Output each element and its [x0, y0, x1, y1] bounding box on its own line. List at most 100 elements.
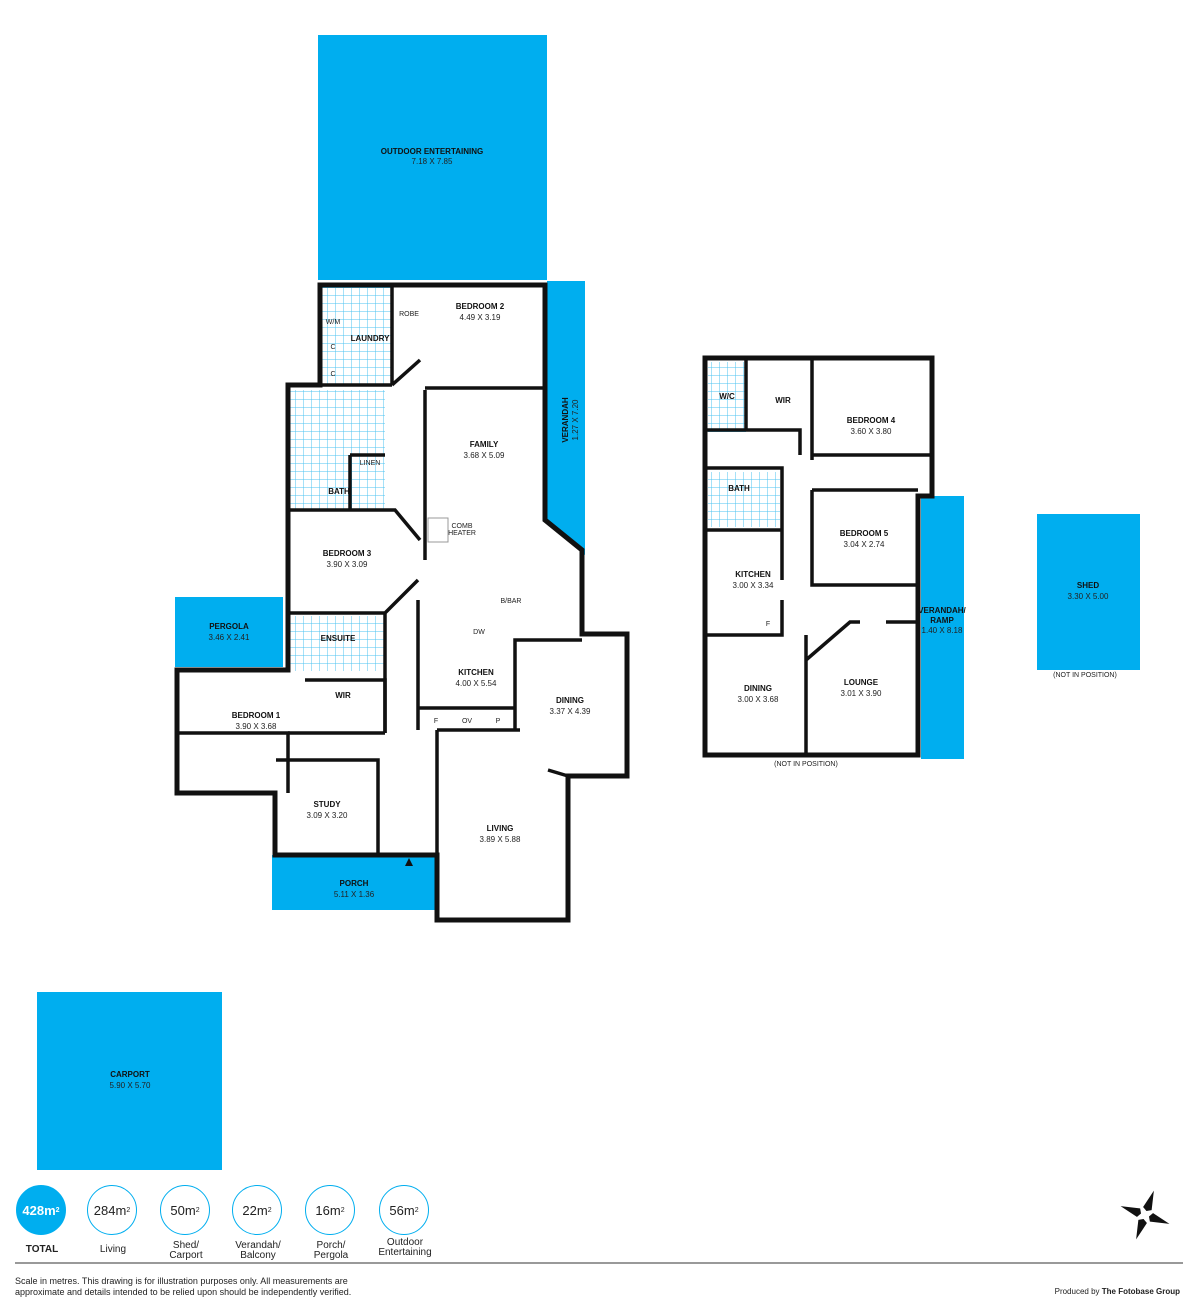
- stat-label: Outdoor Entertaining: [378, 1237, 432, 1258]
- linen-label: LINEN: [360, 460, 381, 467]
- room-label: FAMILY: [470, 440, 499, 449]
- room-label: BEDROOM 1: [232, 711, 281, 720]
- room-label: CARPORT: [110, 1070, 150, 1079]
- room-dimensions: 3.89 X 5.88: [480, 835, 521, 844]
- washing-machine-label: W/M: [326, 319, 341, 326]
- room-dimensions: 3.90 X 3.09: [327, 560, 368, 569]
- room-dimensions: 4.00 X 5.54: [456, 679, 497, 688]
- room-label: BEDROOM 2: [456, 302, 505, 311]
- annex-interior-walls: [705, 358, 932, 755]
- room-label: W/C: [719, 392, 735, 401]
- room-label: WIR: [775, 396, 791, 405]
- carport-area: [37, 992, 222, 1170]
- room-dimensions: 1.27 X 7.20: [571, 399, 580, 440]
- room-label: ENSUITE: [321, 634, 356, 643]
- room-dimensions: 3.09 X 3.20: [307, 811, 348, 820]
- stat-label: Shed/ Carport: [169, 1240, 203, 1261]
- main-house-outer-wall: [174, 282, 630, 923]
- room-dimensions: 5.11 X 1.36: [334, 890, 375, 899]
- not-in-position-note: (NOT IN POSITION): [774, 761, 838, 768]
- room-label: PORCH: [340, 879, 369, 888]
- pantry-label: P: [496, 718, 501, 725]
- annex-outer-wall: [702, 355, 935, 758]
- producer-name: The Fotobase Group: [1101, 1287, 1180, 1296]
- room-dimensions: 3.60 X 3.80: [851, 427, 892, 436]
- room-dimensions: 5.90 X 5.70: [110, 1081, 151, 1090]
- main-house-interior-walls: [177, 285, 582, 855]
- room-label: BATH: [328, 487, 350, 496]
- room-dimensions: 3.00 X 3.34: [733, 581, 774, 590]
- room-dimensions: 3.04 X 2.74: [844, 540, 885, 549]
- room-dimensions: 3.01 X 3.90: [841, 689, 882, 698]
- room-label: BEDROOM 4: [847, 416, 896, 425]
- room-label: PERGOLA: [209, 622, 249, 631]
- room-dimensions: 3.37 X 4.39: [550, 707, 591, 716]
- cupboard-label: C: [330, 371, 335, 378]
- room-dimensions: 3.00 X 3.68: [738, 695, 779, 704]
- room-label: LIVING: [487, 824, 514, 833]
- room-label: KITCHEN: [458, 668, 494, 677]
- room-label: RAMP: [930, 616, 954, 625]
- room-label: DINING: [744, 684, 772, 693]
- entry-arrow-icon: [405, 858, 413, 866]
- stat-label: TOTAL: [25, 1244, 59, 1255]
- dishwasher-label: DW: [473, 629, 485, 636]
- room-label: OUTDOOR ENTERTAINING: [381, 147, 484, 156]
- oven-label: OV: [462, 718, 472, 725]
- room-label: SHED: [1077, 581, 1099, 590]
- room-dimensions: 3.46 X 2.41: [209, 633, 250, 642]
- producer-credit: Produced by The Fotobase Group: [1055, 1287, 1180, 1296]
- room-label: LAUNDRY: [351, 334, 390, 343]
- not-in-position-note: (NOT IN POSITION): [1053, 672, 1117, 679]
- room-dimensions: 3.68 X 5.09: [464, 451, 505, 460]
- stat-label: Verandah/ Balcony: [235, 1240, 281, 1261]
- cupboard-label: C: [330, 344, 335, 351]
- bath-tiles: [290, 390, 385, 510]
- heater-label: HEATER: [448, 530, 476, 537]
- room-dimensions: 7.18 X 7.85: [412, 157, 453, 166]
- room-label: BEDROOM 3: [323, 549, 372, 558]
- ensuite-tiles: [290, 616, 385, 671]
- stat-label: Living: [99, 1244, 127, 1255]
- room-label: VERANDAH/: [918, 606, 966, 615]
- room-label: STUDY: [313, 800, 341, 809]
- bar-label: B/BAR: [500, 598, 521, 605]
- stat-label: Porch/ Pergola: [313, 1240, 349, 1261]
- producer-prefix: Produced by: [1054, 1287, 1100, 1296]
- room-dimensions: 3.30 X 5.00: [1068, 592, 1109, 601]
- room-label: LOUNGE: [844, 678, 879, 687]
- verandah-area: [547, 281, 585, 555]
- room-dimensions: 1.40 X 8.18: [922, 626, 963, 635]
- room-label: DINING: [556, 696, 584, 705]
- room-label: KITCHEN: [735, 570, 771, 579]
- annex-bath-tiles: [708, 472, 780, 527]
- fridge-label: F: [766, 621, 770, 628]
- compass-icon: [1120, 1190, 1170, 1240]
- robe-label: ROBE: [399, 311, 419, 318]
- shed-area: [1037, 514, 1140, 670]
- room-label: BEDROOM 5: [840, 529, 889, 538]
- disclaimer: Scale in metres. This drawing is for ill…: [15, 1276, 352, 1297]
- wc-tiles: [708, 362, 746, 432]
- heater-label: COMB: [452, 523, 473, 530]
- outdoor-entertaining-area: [318, 35, 547, 280]
- heater-icon: [427, 517, 449, 543]
- pergola-area: [175, 597, 283, 667]
- verandah-ramp-area: [921, 496, 964, 759]
- room-label: WIR: [335, 691, 351, 700]
- laundry-tiles: [322, 287, 392, 385]
- fridge-label: F: [434, 718, 438, 725]
- room-label: BATH: [728, 484, 750, 493]
- room-label: VERANDAH: [561, 397, 570, 443]
